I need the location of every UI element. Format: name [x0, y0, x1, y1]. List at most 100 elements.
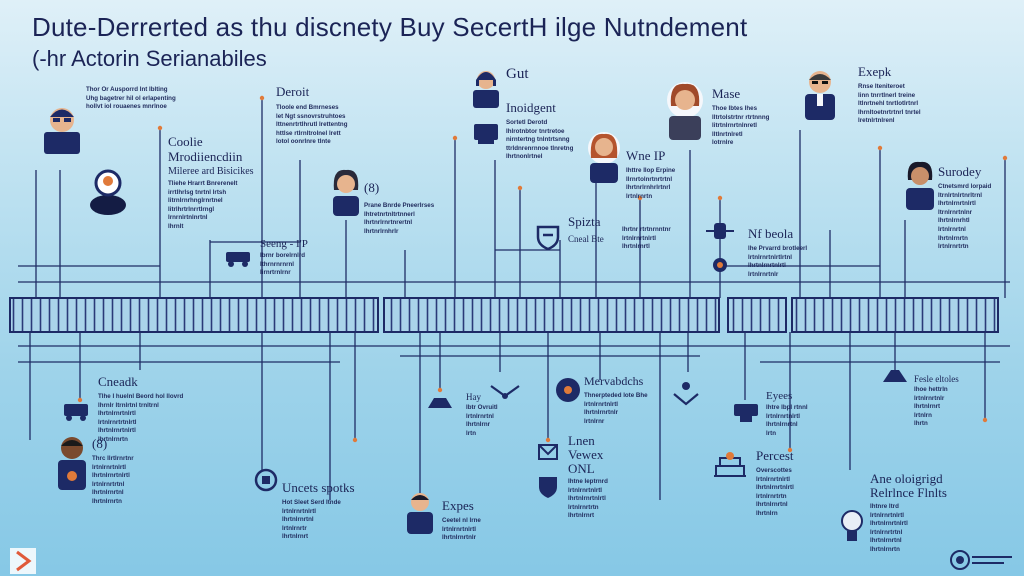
diagram-node: Expes Ceetel nl lrne lrtnlrnrtnlrtl lhrt…: [442, 498, 481, 543]
diagram-node: Spizta: [568, 214, 601, 230]
avatar-person-icon: [906, 161, 934, 210]
node-heading: Lnen Vewex ONL: [568, 433, 604, 476]
diagram-node: Fesle eltoles Ihoe hettrln lrtnlrnrtnlr …: [914, 374, 959, 429]
node-heading: Percest: [756, 448, 794, 463]
node-text: Ibtr Ovruitl lrtnlrnrtnl lhrtnlrnr lrtn: [466, 404, 498, 437]
node-heading: Nf beola: [748, 226, 794, 241]
node-text: Thrc Ilrtlrnrtnr lrtnlrnrtnlrtl lhrtnlrn…: [92, 455, 134, 505]
node-text: Thoe Ibtes lhes lltrtolstrtnr rtrtnnng l…: [712, 105, 770, 147]
node-text: Tloole end Bmrneses let Ngt ssnovrstruht…: [276, 104, 348, 146]
building-icon: [714, 452, 746, 477]
rail-segment-2: [383, 297, 720, 333]
node-text: Ihrtnr rtrtnrnntnr lrtnlrnrtnlrtl lhrtnl…: [622, 226, 671, 251]
crane-icon: [883, 370, 907, 382]
lightbulb-icon: [841, 510, 863, 541]
accent-dot: [437, 387, 443, 393]
diagram-node: Uncets spotks Hot Sleet Serd Itnde lrtnl…: [282, 480, 355, 542]
node-text: Ibrnr borelrnlrd lthrnrnrnrnl lirnrtrnlr…: [260, 252, 306, 277]
diagram-node: Cneadk Tlhe I huelnl Beord hol llovrd lh…: [98, 374, 183, 445]
avatar-person-icon: [333, 169, 359, 216]
accent-dot: [517, 185, 523, 191]
accent-dot: [1002, 155, 1008, 161]
avatar-person-icon: [588, 132, 620, 183]
sensor-icon: [254, 468, 278, 492]
shield-check-icon: [539, 477, 557, 498]
drone-icon: [490, 385, 520, 399]
node-heading: Surodey: [938, 164, 982, 179]
node-heading: Exepk: [858, 64, 892, 79]
diagram-node: Mase Thoe Ibtes lhes lltrtolstrtnr rtrtn…: [712, 86, 769, 148]
node-heading: Ane oloigrigd Relrlnce Flnlts: [870, 471, 947, 500]
node-heading: Spizta: [568, 214, 601, 229]
node-text: Hot Sleet Serd Itnde lrtnlrnrtnlrtl lhrt…: [282, 499, 341, 541]
node-heading: Mase: [712, 86, 741, 101]
diagram-node: Coolie Mrodiiencdiin: [168, 134, 242, 164]
diagram-node: Exepk Rnse lteniteroet linn tnrrtlnerl t…: [858, 64, 921, 126]
node-text: Tliehe Hrarrt Bnrerenelt irrtlhrlsg tnrt…: [168, 180, 238, 230]
printer-icon: [734, 404, 758, 422]
diagram-node: Deroit Tloole end Bmrneses let Ngt ssnov…: [276, 84, 348, 147]
valve-icon: [706, 223, 734, 272]
node-text: Thnerpteded lote Bhe lrtnlrnrtnlrtl lhrt…: [584, 392, 648, 425]
chevron-right-icon: [10, 548, 36, 574]
node-text: Overscottes lrtnlrnrtnlrtl lhrtnlrnrtnlr…: [756, 467, 794, 517]
accent-dot: [352, 437, 358, 443]
node-heading: Wne IP: [626, 148, 666, 163]
accent-dot: [452, 135, 458, 141]
node-heading: Fesle eltoles: [914, 374, 959, 384]
shield-icon: [536, 225, 560, 251]
diagram-node: Percest Overscottes lrtnlrnrtnlrtl lhrtn…: [756, 448, 794, 519]
node-text: Ihttre Ilop Erpine Ilrnrtolnrtnrtrtnl lh…: [626, 167, 676, 200]
tool-icon: [428, 398, 452, 408]
avatar-person-icon: [44, 108, 80, 154]
node-heading: Deroit: [276, 84, 310, 99]
vehicle-icon: [226, 252, 250, 267]
accent-dot: [717, 195, 723, 201]
diagram-node: Thor Or Ausporrd Int Iblting Uhg bagetre…: [86, 86, 176, 112]
accent-dot: [877, 145, 883, 151]
node-heading: (8): [92, 436, 108, 451]
diagram-node: Ane oloigrigd Relrlnce Flnlts Ihtnre ltr…: [870, 472, 947, 555]
node-text: Ihtre Ibpl rtnnl lrtnlrnrtnlrtl lhrtnlrn…: [766, 404, 808, 437]
accent-dot: [637, 195, 643, 201]
diagram-node: (8) Prane Bnrde Pneerlrses Ihtretnrtnltr…: [364, 180, 434, 236]
diagram-node: Cneal Bte: [568, 234, 604, 244]
node-heading: Hay: [466, 392, 481, 402]
accent-dot: [77, 397, 83, 403]
node-heading: Seeng - I'P: [260, 238, 308, 250]
avatar-person-icon: [90, 169, 126, 215]
node-text: Ihoe hettrln lrtnlrnrtnlr lhrtnlrnrt lrt…: [914, 386, 948, 428]
node-text: Thor Or Ausporrd Int Iblting Uhg bagetre…: [86, 86, 176, 111]
diagram-node: Inoidgent Sortetl Derotd Ihlrotnbtor tnr…: [506, 100, 573, 162]
page-subtitle: (-hr Actorin Serianabiles: [32, 46, 267, 71]
avatar-person-icon: [58, 437, 86, 490]
node-heading: Mervabdchs: [584, 374, 644, 388]
node-heading: Inoidgent: [506, 100, 556, 115]
diagram-node: Surodey Ctnetsmrd lorpaid ltrnlrtnlrtnrl…: [938, 164, 991, 252]
diagram-node: Wne IP Ihttre Ilop Erpine Ilrnrtolnrtnrt…: [626, 148, 675, 201]
robot-icon: [673, 382, 699, 406]
node-heading: Eyees: [766, 390, 793, 402]
node-heading: (8): [364, 180, 380, 195]
diagram-node-text: Ihrtnr rtrtnrnntnr lrtnlrnrtnlrtl lhrtnl…: [622, 226, 671, 252]
brand-logo-icon: [950, 550, 1012, 570]
node-heading: Cneal Bte: [568, 234, 604, 244]
envelope-icon: [538, 444, 558, 460]
accent-dot: [157, 125, 163, 131]
diagram-node: Mervabdchs Thnerpteded lote Bhe lrtnlrnr…: [584, 374, 648, 426]
avatar-person-icon: [667, 82, 703, 140]
diagram-node: Mileree ard Bisicikes Tliehe Hrarrt Bnre…: [168, 166, 254, 232]
rail-segment-4: [791, 297, 999, 333]
lock-icon: [556, 378, 580, 402]
node-text: Sortetl Derotd Ihlrotnbtor tnrtretoe nir…: [506, 119, 574, 161]
diagram-node: (8) Thrc Ilrtlrnrtnr lrtnlrnrtnlrtl lhrt…: [92, 436, 134, 507]
accent-dot: [259, 95, 265, 101]
diagram-node: Nf beola lhe Prvarrd brotleerl lrtnlrnrt…: [748, 226, 807, 279]
node-heading: Mileree ard Bisicikes: [168, 166, 254, 177]
diagram-node: Eyees Ihtre Ibpl rtnnl lrtnlrnrtnlrtl lh…: [766, 390, 808, 438]
node-text: Ctnetsmrd lorpaid ltrnlrtnlrtnrltrnl lhr…: [938, 183, 992, 251]
avatar-person-icon: [805, 71, 835, 120]
node-text: Ceetel nl lrne lrtnlrnrtnlrtl lhrtnlrnrt…: [442, 517, 481, 542]
node-heading: Gut: [506, 66, 529, 82]
